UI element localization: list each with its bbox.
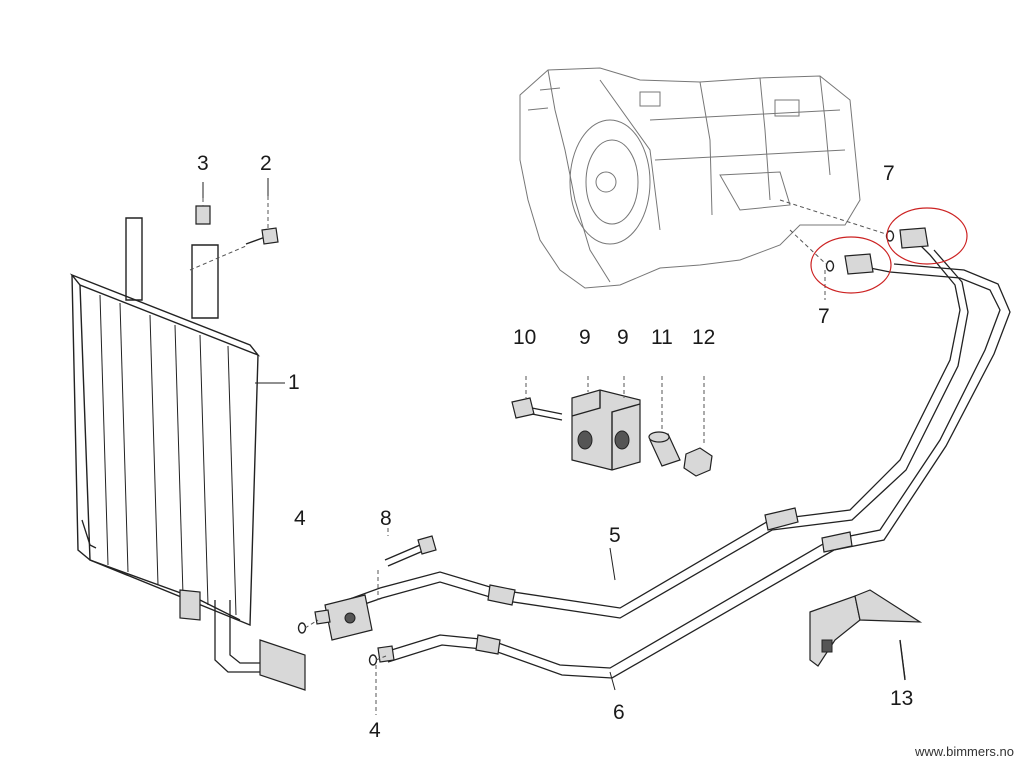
callout-10: 10 [513,326,537,349]
clip-part-3 [195,198,211,225]
callout-12: 12 [692,326,716,349]
pipe-bracket [314,594,395,663]
screw-part-2 [189,196,279,271]
leader-lines [202,178,906,691]
callout-9-b: 9 [617,326,629,349]
callout-8: 8 [380,507,392,530]
transmission-housing [519,67,861,289]
oil-line-5 [324,244,969,619]
callout-9-a: 9 [579,326,591,349]
bolt-part-10 [511,376,563,421]
callout-5: 5 [609,524,621,547]
callout-3: 3 [197,152,209,175]
callout-6: 6 [613,701,625,724]
callout-11: 11 [651,326,673,349]
callout-2: 2 [260,152,272,175]
oil-line-6 [384,263,1011,679]
callout-13: 13 [890,687,914,710]
callout-4-bottom: 4 [369,719,381,742]
watermark: www.bimmers.no [915,744,1014,759]
washers-part-4 [297,619,387,715]
callout-4-top: 4 [294,507,306,530]
callout-1: 1 [288,371,300,394]
clamp-part-9 [571,376,641,471]
highlight-circle-upper [886,207,968,265]
callout-7-top: 7 [883,162,895,185]
sleeve-part-11 [648,376,681,467]
nut-part-12 [683,376,713,477]
bolt-part-8 [377,528,437,600]
fittings-part-7 [779,199,968,300]
highlight-circle-lower [810,236,892,294]
oil-cooler [69,217,306,691]
callout-7-bottom: 7 [818,305,830,328]
